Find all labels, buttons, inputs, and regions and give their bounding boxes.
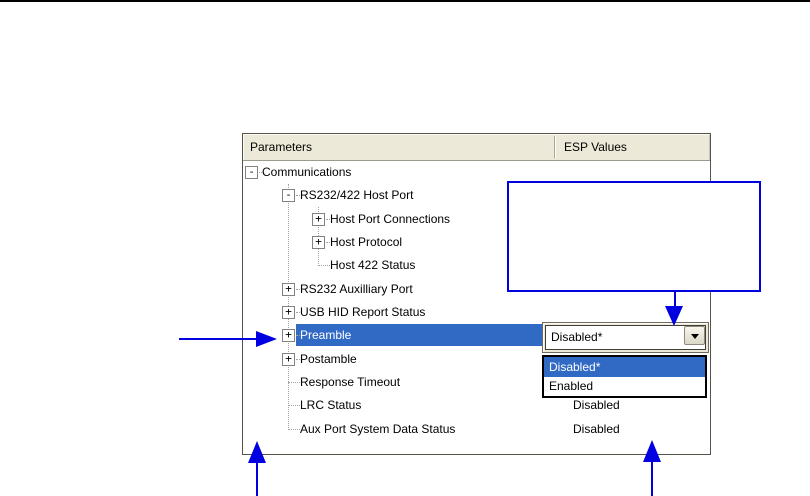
page-top-rule bbox=[0, 0, 810, 2]
arrow-to-preamble bbox=[179, 338, 257, 340]
tree-item-host-protocol[interactable]: + Host Protocol bbox=[243, 231, 709, 254]
arrowhead-up-left-icon bbox=[248, 441, 266, 463]
column-divider bbox=[554, 136, 556, 158]
dropdown-arrow-button[interactable] bbox=[684, 326, 705, 345]
expand-icon[interactable]: + bbox=[282, 353, 295, 366]
esp-value-aux-port[interactable]: Disabled bbox=[573, 422, 620, 436]
expand-icon[interactable]: + bbox=[312, 213, 325, 226]
dropdown-option-list: Disabled* Enabled bbox=[542, 355, 707, 398]
tree-item-postamble[interactable]: + Postamble bbox=[243, 348, 709, 371]
tree-item-host-port-connections[interactable]: + Host Port Connections bbox=[243, 208, 709, 231]
tree-item-rs232-422-host-port[interactable]: - RS232/422 Host Port bbox=[243, 184, 709, 207]
expand-icon[interactable]: + bbox=[282, 329, 295, 342]
arrow-to-parameters-column bbox=[256, 462, 258, 496]
tree-item-response-timeout[interactable]: Response Timeout bbox=[243, 371, 709, 394]
arrowhead-up-right-icon bbox=[643, 440, 661, 462]
expand-icon[interactable]: + bbox=[282, 283, 295, 296]
arrowhead-right-icon bbox=[256, 331, 277, 347]
expand-icon[interactable]: + bbox=[312, 236, 325, 249]
arrowhead-down-icon bbox=[665, 306, 683, 326]
tree-item-usb-hid-report-status[interactable]: + USB HID Report Status bbox=[243, 301, 709, 324]
arrow-to-esp-values-column bbox=[651, 461, 653, 496]
dropdown-selected-value: Disabled* bbox=[551, 330, 603, 344]
chevron-down-icon bbox=[690, 333, 699, 339]
tree-item-communications[interactable]: - Communications bbox=[243, 161, 709, 184]
preamble-value-dropdown[interactable]: Disabled* bbox=[542, 322, 709, 353]
tree-item-lrc-status[interactable]: LRC Status Disabled bbox=[243, 394, 709, 417]
column-header-esp-values: ESP Values bbox=[564, 140, 627, 154]
tree-item-preamble[interactable]: + Preamble bbox=[243, 324, 709, 347]
grid-header: Parameters ESP Values bbox=[243, 134, 710, 161]
column-header-parameters: Parameters bbox=[250, 140, 313, 154]
expand-icon[interactable]: + bbox=[282, 306, 295, 319]
dropdown-option-disabled[interactable]: Disabled* bbox=[544, 357, 705, 377]
tree-item-rs232-auxilliary-port[interactable]: + RS232 Auxilliary Port bbox=[243, 278, 709, 301]
dropdown-option-enabled[interactable]: Enabled bbox=[549, 379, 594, 393]
selection-highlight bbox=[296, 324, 543, 346]
callout-box bbox=[507, 181, 761, 292]
tree-item-aux-port-system-data-status[interactable]: Aux Port System Data Status Disabled bbox=[243, 418, 709, 441]
tree-item-host-422-status[interactable]: Host 422 Status bbox=[243, 254, 709, 277]
collapse-icon[interactable]: - bbox=[245, 166, 258, 179]
collapse-icon[interactable]: - bbox=[282, 189, 295, 202]
arrow-to-dropdown bbox=[674, 292, 676, 307]
dropdown-field[interactable]: Disabled* bbox=[545, 325, 706, 350]
esp-value-lrc-status[interactable]: Disabled bbox=[573, 398, 620, 412]
